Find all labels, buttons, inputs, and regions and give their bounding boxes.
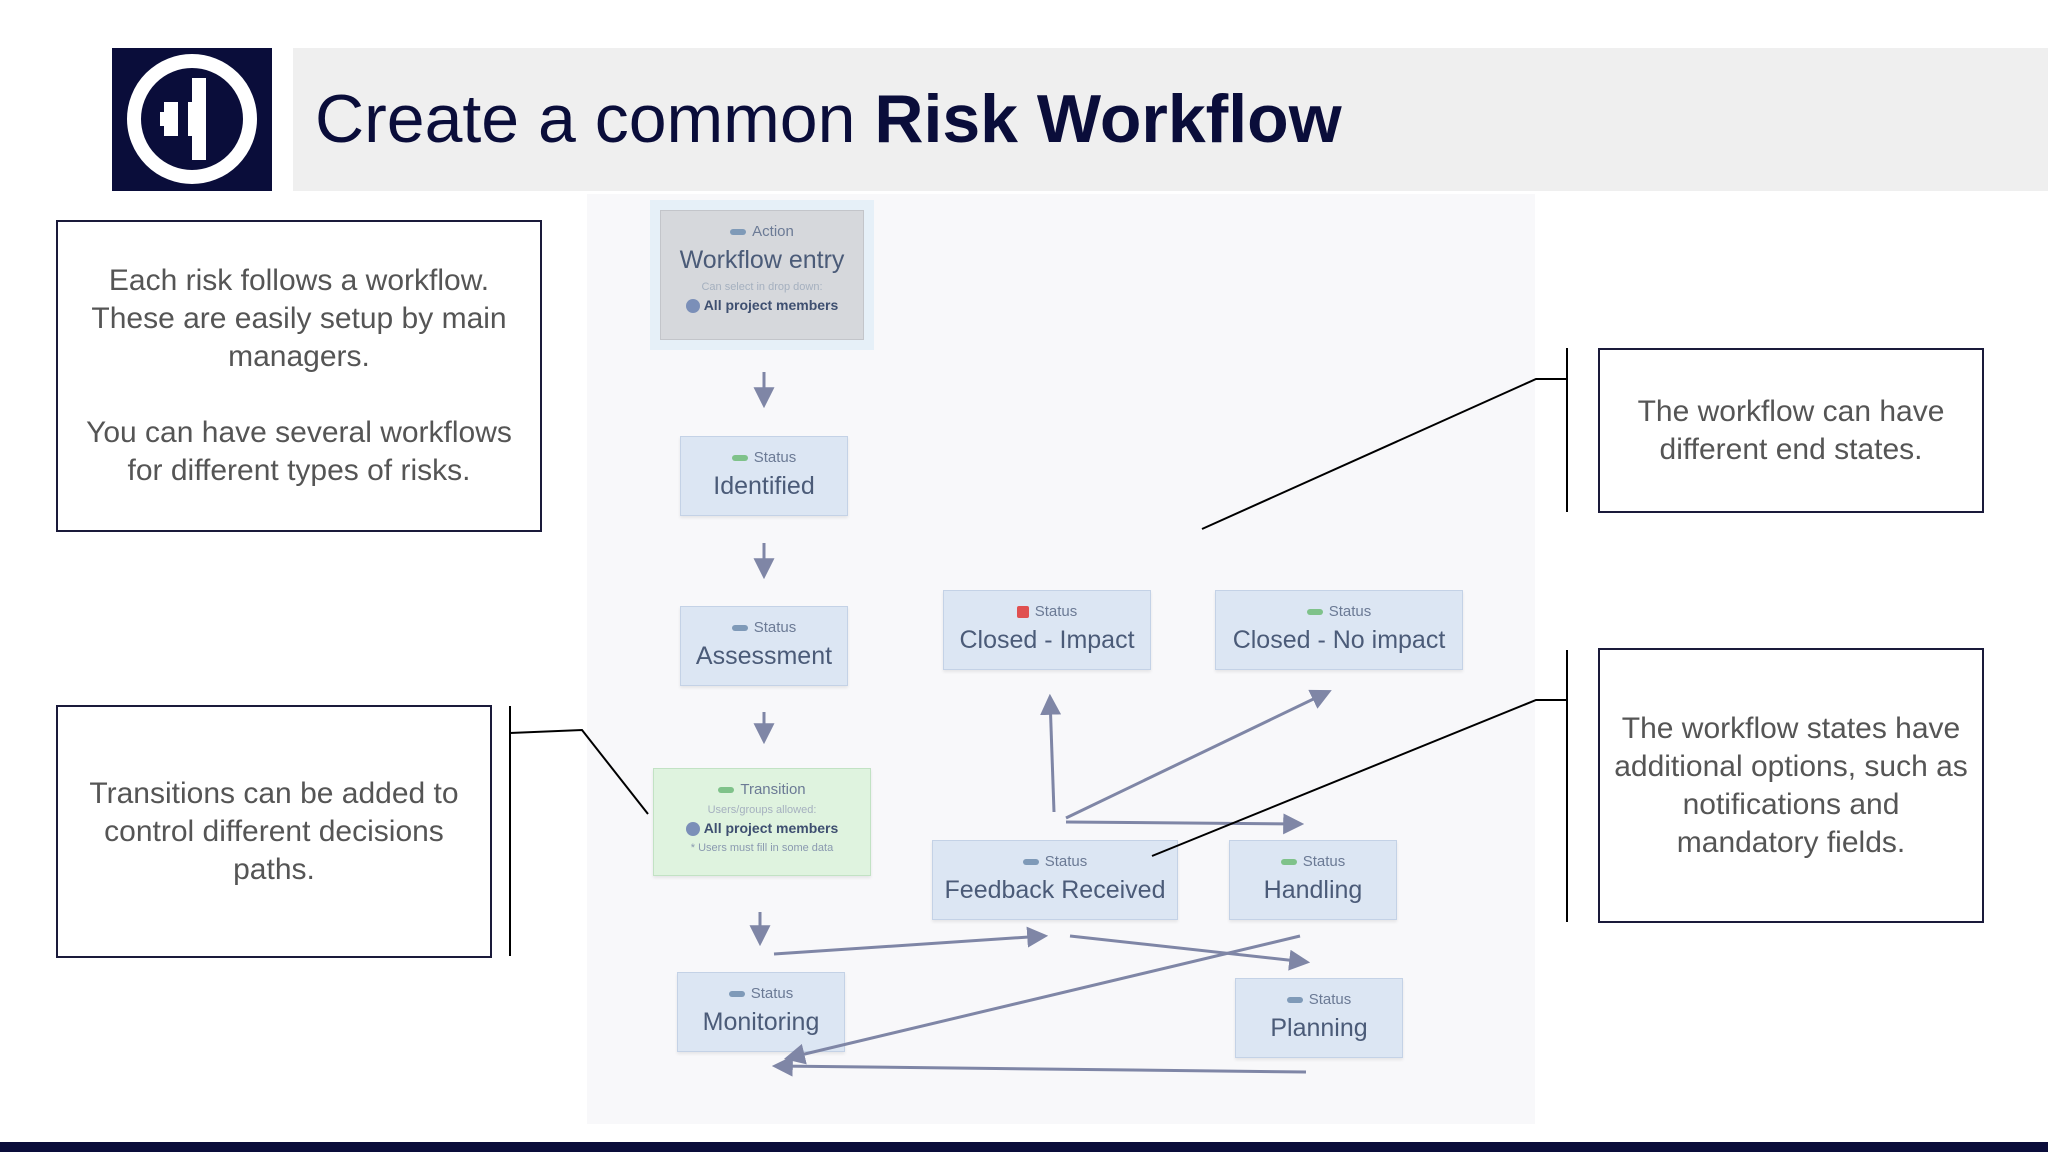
callout-transitions: Transitions can be added to control diff… xyxy=(56,705,492,958)
title-prefix: Create a common xyxy=(315,81,875,157)
page-title: Create a common Risk Workflow xyxy=(315,48,1342,191)
status-icon xyxy=(1016,606,1029,619)
node-identified[interactable]: Status Identified xyxy=(680,436,848,516)
node-sub: Users/groups allowed: xyxy=(707,804,817,816)
node-tag-text: Transition xyxy=(740,781,806,798)
node-tag: Action xyxy=(661,223,863,240)
footer-bar xyxy=(0,1142,2048,1152)
arrow-handling-monitoring xyxy=(783,934,1301,1065)
status-icon xyxy=(1022,859,1039,866)
group-icon xyxy=(685,299,700,314)
status-icon xyxy=(731,625,748,632)
arrow-feedback-handling xyxy=(1065,813,1305,835)
node-assessment[interactable]: Status Assessment xyxy=(680,606,848,686)
node-label: Closed - Impact xyxy=(959,626,1135,654)
title-bold: Risk Workflow xyxy=(874,81,1342,157)
node-label: Identified xyxy=(713,472,815,500)
node-tag: Status xyxy=(681,449,847,466)
node-tag-text: Status xyxy=(1034,603,1078,620)
node-tag: Status xyxy=(1236,991,1402,1008)
node-label: Planning xyxy=(1270,1014,1368,1042)
status-icon xyxy=(1286,997,1303,1004)
group-icon xyxy=(685,822,700,837)
node-closed-no-impact[interactable]: Status Closed - No impact xyxy=(1215,590,1463,670)
node-who-text: All project members xyxy=(703,297,839,313)
node-label: Assessment xyxy=(695,642,833,670)
node-closed-impact[interactable]: Status Closed - Impact xyxy=(943,590,1151,670)
status-icon xyxy=(731,455,748,462)
node-tag-text: Action xyxy=(752,223,794,240)
company-logo xyxy=(112,48,272,191)
node-label: Workflow entry xyxy=(679,246,845,274)
node-label: Monitoring xyxy=(702,1008,820,1036)
arrow-feedback-closed-impact xyxy=(1040,693,1062,813)
status-icon xyxy=(728,991,745,998)
node-label: Handling xyxy=(1263,876,1363,904)
action-icon xyxy=(730,229,747,236)
pointer-transitions xyxy=(509,728,649,815)
node-tag-text: Status xyxy=(1302,853,1346,870)
callout-workflow: Each risk follows a workflow. These are … xyxy=(56,220,542,532)
status-icon xyxy=(1306,609,1323,616)
node-label: Feedback Received xyxy=(944,876,1166,904)
node-tag-text: Status xyxy=(753,449,797,466)
pointer-end-states xyxy=(1201,378,1567,530)
node-who-text: All project members xyxy=(703,820,839,836)
pointer-options xyxy=(1151,699,1567,857)
transition-icon xyxy=(718,787,735,794)
node-tag: Status xyxy=(1230,853,1396,870)
node-sub: Can select in drop down: xyxy=(701,281,823,293)
node-tag-text: Status xyxy=(753,619,797,636)
node-feedback-received[interactable]: Status Feedback Received xyxy=(932,840,1178,920)
arrow-planning-monitoring xyxy=(771,1055,1307,1077)
node-tag: Transition xyxy=(654,781,870,798)
node-tag: Status xyxy=(678,985,844,1002)
node-monitoring[interactable]: Status Monitoring xyxy=(677,972,845,1052)
callout-options: The workflow states have additional opti… xyxy=(1598,648,1984,923)
arrow-feedback-planning xyxy=(1069,934,1311,971)
node-tag-text: Status xyxy=(1044,853,1088,870)
callout-end-states: The workflow can have different end stat… xyxy=(1598,348,1984,513)
node-tag-text: Status xyxy=(750,985,794,1002)
arrow-monitoring-feedback xyxy=(773,926,1049,956)
node-tag: Status xyxy=(1216,603,1462,620)
node-tag-text: Status xyxy=(1308,991,1352,1008)
node-planning[interactable]: Status Planning xyxy=(1235,978,1403,1058)
node-workflow-entry[interactable]: Action Workflow entry Can select in drop… xyxy=(660,210,864,340)
plus-circle-logo-icon xyxy=(127,54,257,184)
node-tag: Status xyxy=(681,619,847,636)
title-bar: Create a common Risk Workflow xyxy=(293,48,2048,191)
node-tag: Status xyxy=(933,853,1177,870)
node-who: All project members xyxy=(661,297,863,314)
node-label: Closed - No impact xyxy=(1232,626,1446,654)
node-tag-text: Status xyxy=(1328,603,1372,620)
status-icon xyxy=(1280,859,1297,866)
node-handling[interactable]: Status Handling xyxy=(1229,840,1397,920)
node-transition[interactable]: Transition Users/groups allowed: All pro… xyxy=(653,768,871,876)
node-tag: Status xyxy=(944,603,1150,620)
node-note: * Users must fill in some data xyxy=(690,842,834,855)
workflow-diagram: Action Workflow entry Can select in drop… xyxy=(587,194,1535,1124)
arrow-feedback-closed-no-impact xyxy=(1065,689,1332,820)
node-who: All project members xyxy=(654,820,870,837)
